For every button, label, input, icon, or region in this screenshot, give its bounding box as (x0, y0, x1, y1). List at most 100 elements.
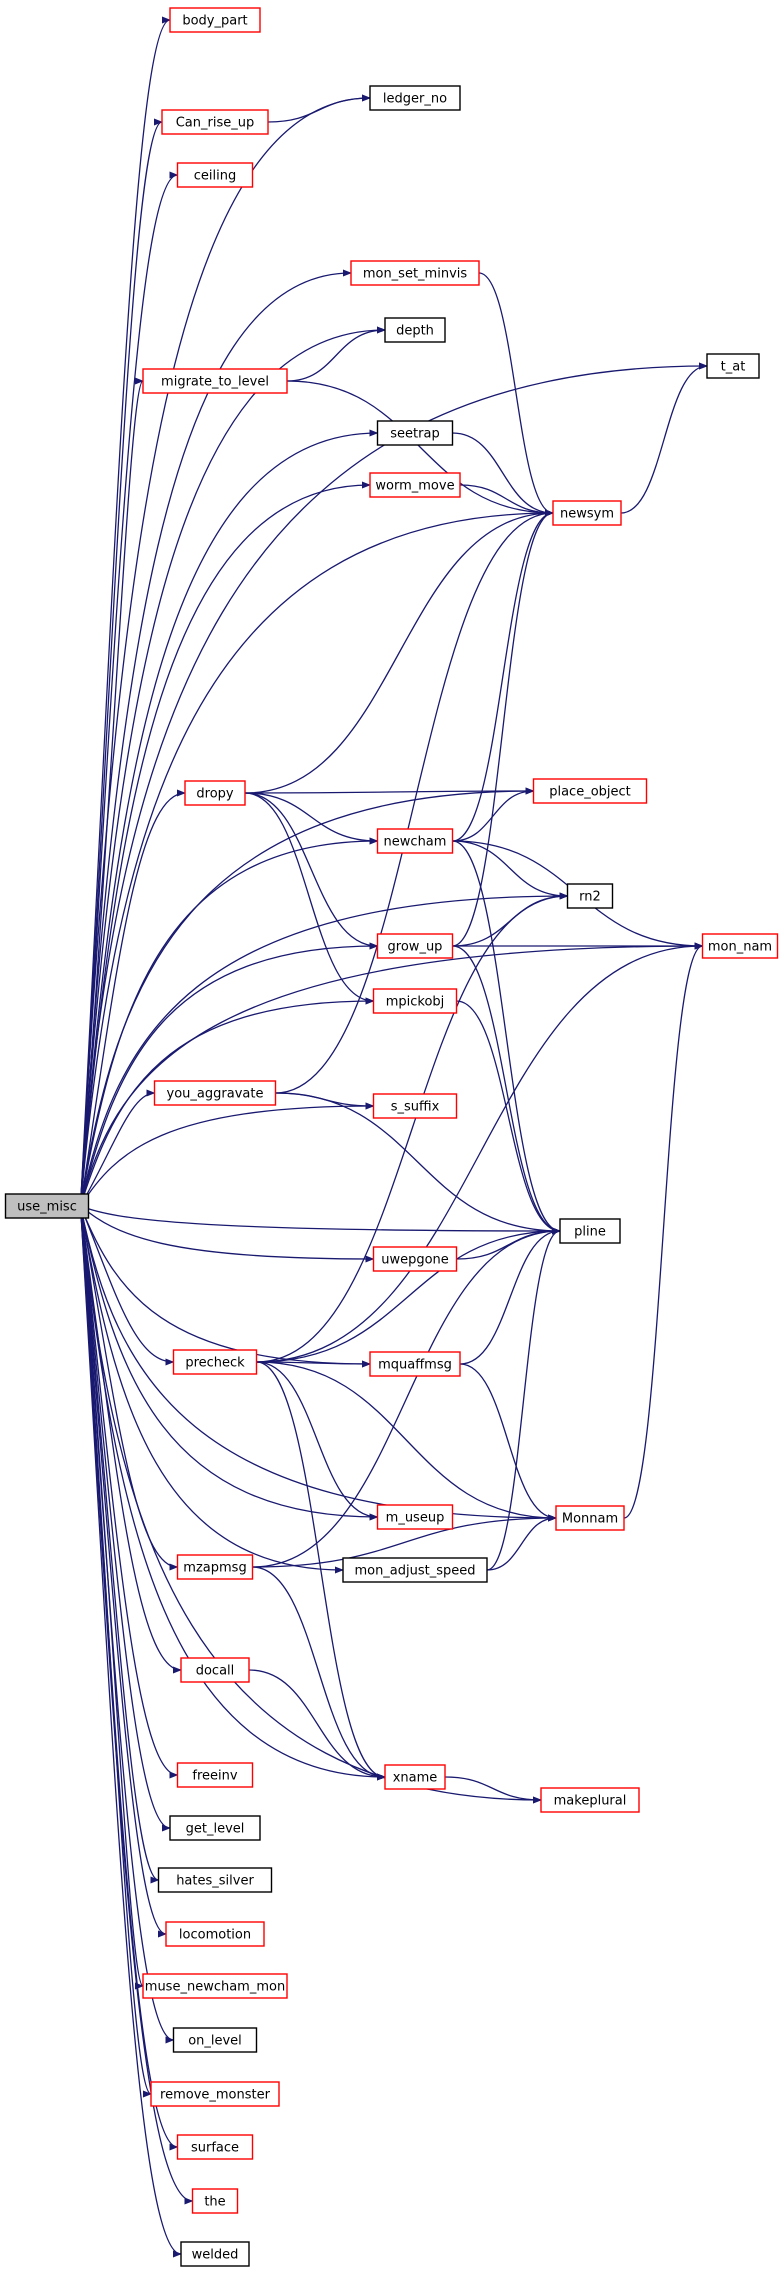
node-label-place_object: place_object (549, 785, 631, 800)
edge-use_misc-to-newcham (79, 837, 379, 1207)
node-t_at[interactable]: t_at (706, 353, 760, 379)
edge-use_misc-to-locomotion (79, 1205, 167, 1938)
edge-mon_set_minvis-to-newsym (478, 272, 554, 517)
node-place_object[interactable]: place_object (532, 778, 648, 804)
edge-use_misc-to-hates_silver (79, 1205, 160, 1884)
edge-use_misc-to-migrate_to_level (79, 377, 144, 1207)
node-the[interactable]: the (191, 2188, 239, 2214)
edge-precheck-to-Monnam (256, 1361, 557, 1522)
node-box-use_misc (4, 1193, 90, 1219)
node-label-docall: docall (196, 1664, 235, 1679)
edge-use_misc-to-mzapmsg (79, 1205, 179, 1571)
node-rn2[interactable]: rn2 (566, 883, 614, 909)
node-label-body_part: body_part (182, 14, 247, 29)
edge-mon_adjust_speed-to-pline (486, 1227, 561, 1571)
node-label-mquaffmsg: mquaffmsg (378, 1358, 452, 1373)
edge-use_misc-to-ledger_no (79, 94, 371, 1207)
node-you_aggravate[interactable]: you_aggravate (153, 1080, 277, 1106)
node-mon_nam[interactable]: mon_nam (701, 933, 779, 959)
node-box-welded (180, 2241, 250, 2267)
node-box-migrate_to_level (142, 368, 288, 394)
node-box-depth (384, 317, 446, 343)
node-on_level[interactable]: on_level (172, 2027, 258, 2053)
edge-dropy-to-place_object (244, 787, 535, 795)
node-worm_move[interactable]: worm_move (369, 472, 461, 498)
node-docall[interactable]: docall (180, 1657, 250, 1683)
edge-precheck-to-mon_nam (256, 942, 704, 1363)
node-box-rn2 (566, 883, 614, 909)
node-ceiling[interactable]: ceiling (176, 162, 254, 188)
edge-precheck-to-rn2 (256, 892, 569, 1363)
node-dropy[interactable]: dropy (184, 780, 246, 806)
node-depth[interactable]: depth (384, 317, 446, 343)
node-precheck[interactable]: precheck (172, 1349, 258, 1375)
node-label-uwepgone: uwepgone (381, 1253, 449, 1268)
edge-use_misc-to-get_level (79, 1205, 171, 1832)
node-label-s_suffix: s_suffix (391, 1100, 440, 1115)
edge-use_misc-to-mon_adjust_speed (79, 1205, 344, 1574)
node-muse_newcham_mon[interactable]: muse_newcham_mon (142, 1973, 288, 1999)
node-locomotion[interactable]: locomotion (165, 1921, 265, 1947)
node-migrate_to_level[interactable]: migrate_to_level (142, 368, 288, 394)
node-box-uwepgone (372, 1246, 458, 1272)
edge-use_misc-to-freeinv (79, 1205, 179, 1779)
edge-use_misc-to-mon_set_minvis (79, 269, 352, 1207)
node-mzapmsg[interactable]: mzapmsg (176, 1554, 254, 1580)
node-ledger_no[interactable]: ledger_no (369, 85, 461, 111)
edge-xname-to-makeplural (444, 1776, 542, 1804)
node-makeplural[interactable]: makeplural (540, 1787, 640, 1813)
node-mon_adjust_speed[interactable]: mon_adjust_speed (342, 1557, 488, 1583)
node-newsym[interactable]: newsym (552, 500, 622, 526)
node-box-mon_nam (701, 933, 779, 959)
node-label-surface: surface (191, 2141, 239, 2156)
node-grow_up[interactable]: grow_up (376, 933, 454, 959)
node-welded[interactable]: welded (180, 2241, 250, 2267)
node-hates_silver[interactable]: hates_silver (157, 1867, 273, 1893)
node-box-mquaffmsg (369, 1351, 461, 1377)
edge-dropy-to-newsym (244, 509, 554, 794)
node-box-Can_rise_up (161, 109, 269, 135)
node-pline[interactable]: pline (559, 1218, 621, 1244)
node-label-hates_silver: hates_silver (176, 1874, 254, 1889)
node-box-place_object (532, 778, 648, 804)
node-box-newcham (376, 828, 454, 854)
node-freeinv[interactable]: freeinv (176, 1762, 254, 1788)
edge-use_misc-to-s_suffix (79, 1102, 375, 1207)
edge-worm_move-to-newsym (459, 484, 554, 517)
node-surface[interactable]: surface (176, 2134, 254, 2160)
node-uwepgone[interactable]: uwepgone (372, 1246, 458, 1272)
node-remove_monster[interactable]: remove_monster (150, 2081, 280, 2107)
edge-use_misc-to-uwepgone (80, 1205, 375, 1263)
edge-use_misc-to-xname (79, 1205, 386, 1781)
node-label-Monnam: Monnam (562, 1512, 618, 1527)
node-box-mzapmsg (176, 1554, 254, 1580)
node-xname[interactable]: xname (384, 1764, 446, 1790)
node-label-the: the (204, 2195, 225, 2210)
node-seetrap[interactable]: seetrap (376, 420, 454, 446)
node-body_part[interactable]: body_part (169, 7, 261, 33)
edge-use_misc-to-dropy (79, 789, 186, 1207)
node-mpickobj[interactable]: mpickobj (372, 988, 458, 1014)
node-get_level[interactable]: get_level (169, 1815, 261, 1841)
node-mon_set_minvis[interactable]: mon_set_minvis (350, 260, 480, 286)
edge-use_misc-to-pline (80, 1205, 561, 1235)
node-label-Can_rise_up: Can_rise_up (176, 116, 255, 131)
edge-mon_adjust_speed-to-Monnam (486, 1514, 557, 1571)
node-mquaffmsg[interactable]: mquaffmsg (369, 1351, 461, 1377)
edge-newsym-to-t_at (620, 362, 708, 514)
node-label-depth: depth (396, 324, 434, 339)
edge-mquaffmsg-to-Monnam (459, 1363, 557, 1522)
node-layer: use_misc body_part ledger_noCan_rise_upcei… (4, 7, 779, 2267)
node-m_useup[interactable]: m_useup (376, 1504, 454, 1530)
node-label-makeplural: makeplural (554, 1794, 627, 1809)
node-box-muse_newcham_mon (142, 1973, 288, 1999)
node-Can_rise_up[interactable]: Can_rise_up (161, 109, 269, 135)
node-use_misc[interactable]: use_misc (4, 1193, 90, 1219)
node-newcham[interactable]: newcham (376, 828, 454, 854)
node-s_suffix[interactable]: s_suffix (372, 1093, 458, 1119)
edge-precheck-to-m_useup (256, 1361, 379, 1521)
node-Monnam[interactable]: Monnam (555, 1505, 625, 1531)
edge-use_misc-to-m_useup (79, 1205, 379, 1521)
node-label-newcham: newcham (384, 835, 447, 850)
